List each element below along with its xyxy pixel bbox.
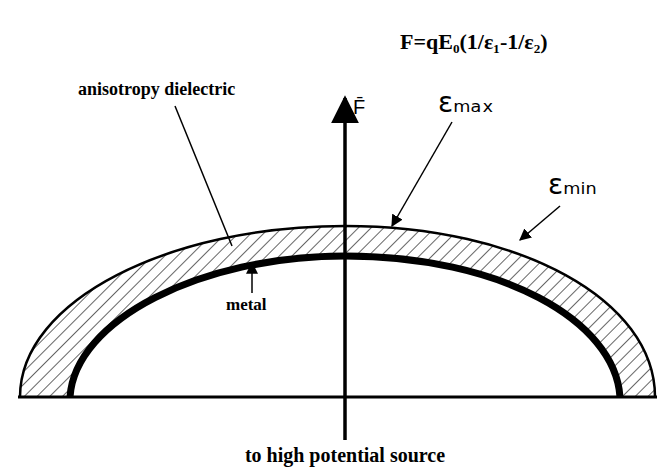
permittivity-label: εₘᵢₙ: [548, 170, 597, 201]
base-line: [18, 396, 657, 399]
part-label: anisotropy dielectric: [78, 80, 235, 100]
force-arrow: [343, 98, 347, 440]
permittivity-label: εₘₐₓ: [438, 88, 494, 119]
dielectric-outline: [20, 226, 655, 397]
source-label: to high potential source: [245, 444, 445, 466]
force-formula: F=qE₀(1/ε₁-1/ε₂): [400, 30, 548, 54]
dielectric-layer: [20, 226, 655, 397]
leader-arrow: [251, 263, 253, 293]
part-label: metal: [226, 296, 267, 315]
force-symbol: F̄: [353, 96, 365, 118]
leader-arrow: [520, 206, 560, 240]
leader-arrow: [392, 122, 452, 226]
leader-line: [175, 106, 232, 246]
